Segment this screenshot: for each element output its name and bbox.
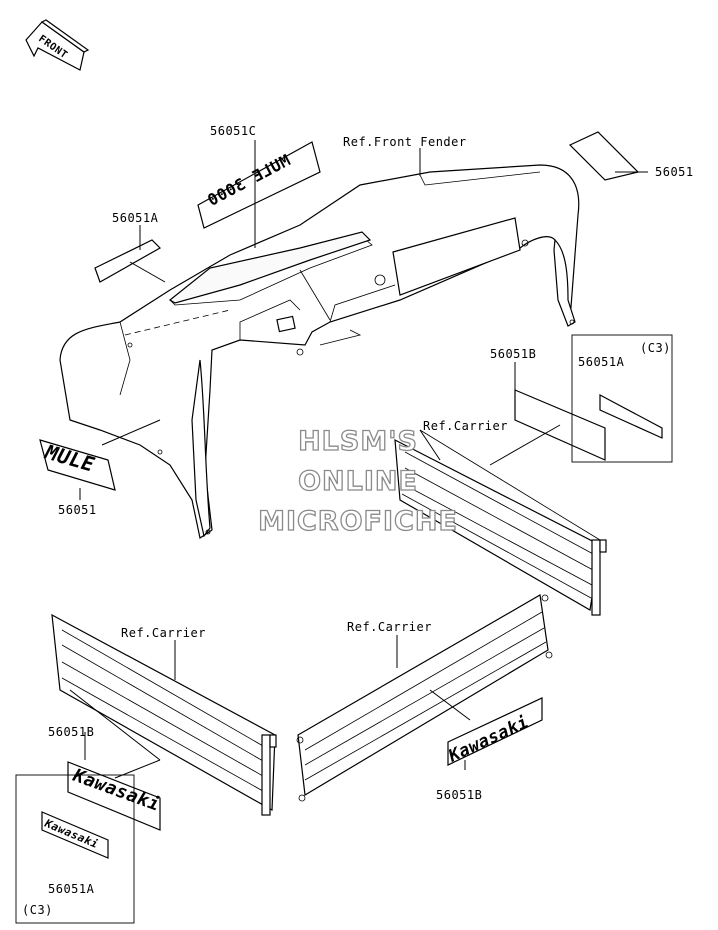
c3-box-top bbox=[571, 334, 673, 463]
carrier-right bbox=[394, 429, 607, 616]
label-ref-carrier-left: Ref.Carrier bbox=[121, 626, 206, 640]
decal-56051a-left bbox=[94, 239, 161, 283]
watermark-line1: HLSM'S bbox=[298, 426, 418, 457]
label-56051a-bottom: 56051A bbox=[48, 882, 95, 896]
label-56051-right: 56051 bbox=[655, 165, 694, 179]
label-56051c: 56051C bbox=[210, 124, 256, 138]
watermark-line2: ONLINE bbox=[298, 466, 418, 497]
front-fender bbox=[59, 164, 580, 539]
decal-56051-right bbox=[568, 131, 640, 181]
label-c3-top: (C3) bbox=[640, 341, 671, 355]
label-56051a-left: 56051A bbox=[112, 211, 159, 225]
label-56051b-left: 56051B bbox=[48, 725, 94, 739]
carrier-left bbox=[51, 613, 277, 816]
label-56051-bottom-left: 56051 bbox=[58, 503, 97, 517]
decal-mule-3000: MULE 3000 bbox=[197, 141, 321, 229]
decal-kawasaki-large: Kawasaki bbox=[67, 761, 163, 831]
label-ref-front-fender: Ref.Front Fender bbox=[343, 135, 467, 149]
label-c3-bottom: (C3) bbox=[22, 903, 53, 917]
carrier-bottom bbox=[296, 594, 553, 802]
front-arrow-icon: FRONT bbox=[25, 19, 90, 71]
leader-lines bbox=[69, 140, 648, 779]
label-56051a-box: 56051A bbox=[578, 355, 625, 369]
decal-kawasaki-small: Kawasaki bbox=[41, 811, 109, 859]
watermark-line3: MICROFICHE bbox=[258, 506, 458, 537]
decal-mule-logo: MULE bbox=[39, 439, 116, 491]
label-ref-carrier-bottom: Ref.Carrier bbox=[347, 620, 432, 634]
label-56051b-top: 56051B bbox=[490, 347, 536, 361]
watermark: HLSM'S ONLINE MICROFICHE bbox=[257, 425, 458, 537]
label-ref-carrier-right: Ref.Carrier bbox=[423, 419, 508, 433]
label-56051b-bottom: 56051B bbox=[436, 788, 482, 802]
decal-kawasaki-right: Kawasaki bbox=[445, 697, 543, 767]
